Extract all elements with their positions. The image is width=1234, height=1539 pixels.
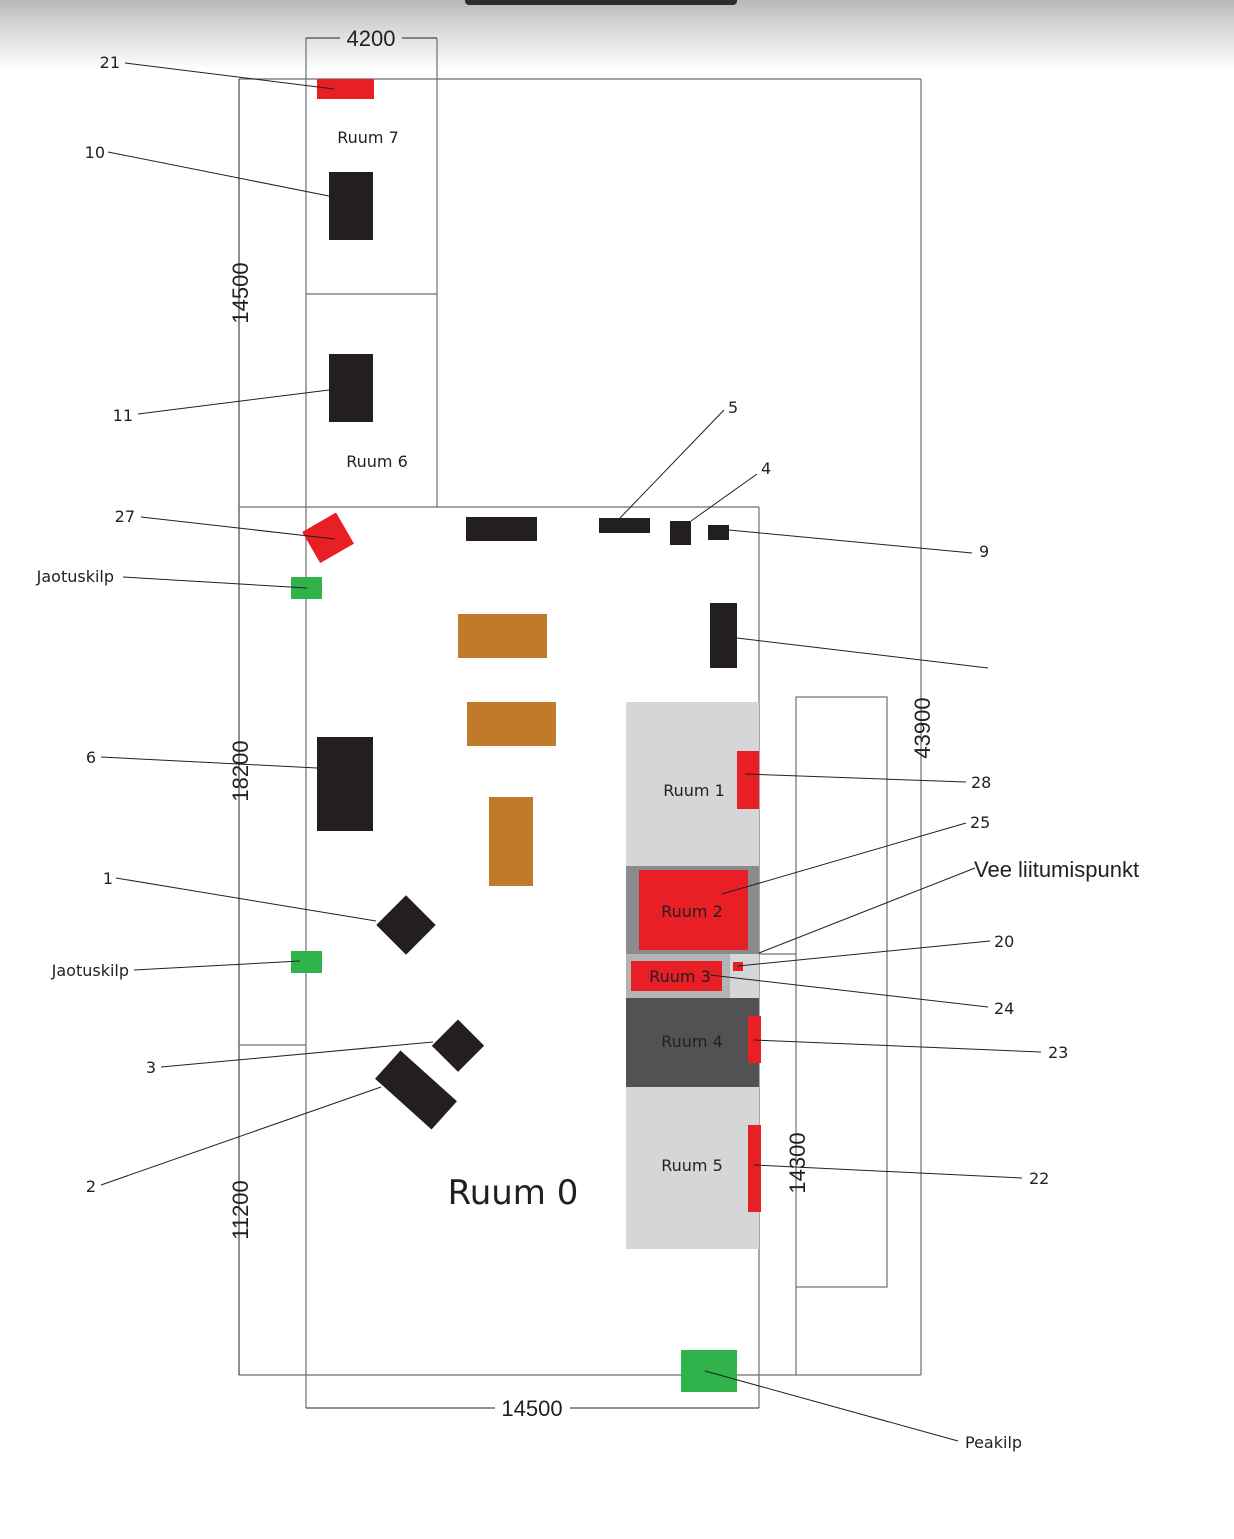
dim-right-total: 43900: [910, 697, 935, 758]
item-23-marker: [748, 1016, 761, 1063]
room-ruum-1: [626, 702, 759, 866]
label-ruum-1: Ruum 1: [663, 781, 725, 800]
leader-21: [124, 62, 335, 90]
item-9-equipment: [708, 525, 729, 540]
callout-jaotuskilp-bottom: Jaotuskilp: [51, 961, 129, 980]
dim-top-width: 4200: [347, 26, 396, 51]
label-ruum-5: Ruum 5: [661, 1156, 723, 1175]
leader-22: [753, 1164, 1023, 1179]
leader-20: [737, 940, 991, 967]
room-ruum-5: [626, 1087, 759, 1249]
item-6-equipment: [317, 737, 373, 831]
callout-4: 4: [761, 459, 771, 478]
leader-3: [160, 1041, 434, 1068]
dim-bottom-width: 14500: [501, 1396, 562, 1421]
leader-peakilp: [704, 1370, 959, 1442]
equipment-top-left: [466, 517, 537, 541]
leader-27: [140, 516, 336, 540]
callout-25: 25: [970, 813, 990, 832]
leader-jaotuskilp-top: [122, 576, 308, 589]
peakilp-main-panel: [681, 1350, 737, 1392]
item-1-equipment: [376, 895, 436, 955]
callout-11: 11: [113, 406, 133, 425]
dim-left-lower: 11200: [228, 1180, 253, 1240]
label-ruum-3: Ruum 3: [649, 967, 711, 986]
equipment-right-tall: [710, 603, 737, 668]
jaotuskilp-bottom-panel: [291, 951, 322, 973]
workbench-2: [467, 702, 556, 746]
leader-25: [721, 822, 967, 895]
item-21-marker: [317, 79, 374, 99]
water-connection-area: [730, 954, 759, 998]
label-ruum-0: Ruum 0: [448, 1173, 579, 1213]
leader-23: [753, 1039, 1042, 1053]
callout-10: 10: [85, 143, 105, 162]
callout-9: 9: [979, 542, 989, 561]
leader-5: [619, 409, 725, 519]
callout-6: 6: [86, 748, 96, 767]
leader-4: [690, 473, 758, 522]
room-ruum-4: [626, 998, 759, 1087]
callout-2: 2: [86, 1177, 96, 1196]
item-20-marker: [733, 962, 743, 971]
leader-6: [100, 756, 318, 769]
callout-3: 3: [146, 1058, 156, 1077]
ruum-3-fire-zone: [631, 961, 722, 991]
callout-vee-liitumispunkt: Vee liitumispunkt: [974, 857, 1139, 882]
callout-21: 21: [100, 53, 120, 72]
callout-23: 23: [1048, 1043, 1068, 1062]
leader-11: [137, 389, 330, 415]
workbench-3: [489, 797, 533, 886]
item-22-marker: [748, 1125, 761, 1212]
item-28-marker: [737, 751, 759, 809]
leader-vee: [758, 867, 976, 954]
leader-2: [100, 1086, 382, 1186]
right-corridor-rect: [795, 696, 888, 1288]
item-2-equipment: [375, 1050, 457, 1130]
callout-28: 28: [971, 773, 991, 792]
leader-28: [744, 773, 967, 783]
leader-unlabeled: [736, 637, 989, 669]
leader-10: [107, 151, 330, 197]
label-ruum-4: Ruum 4: [661, 1032, 723, 1051]
item-10-equipment: [329, 172, 373, 240]
viewer-handle-bar: [465, 0, 737, 5]
callout-20: 20: [994, 932, 1014, 951]
leader-9: [728, 529, 973, 554]
item-4-equipment: [670, 521, 691, 545]
item-11-equipment: [329, 354, 373, 422]
callout-5: 5: [728, 398, 738, 417]
callout-22: 22: [1029, 1169, 1049, 1188]
item-5-equipment: [599, 518, 650, 533]
callout-1: 1: [103, 869, 113, 888]
workbench-1: [458, 614, 547, 658]
dim-left-middle: 18200: [228, 740, 253, 801]
label-ruum-2: Ruum 2: [661, 902, 723, 921]
label-ruum-7: Ruum 7: [337, 128, 399, 147]
dim-right-inner: 14300: [785, 1132, 810, 1193]
leader-1: [115, 877, 377, 922]
item-3-equipment: [431, 1019, 485, 1072]
leader-24: [709, 974, 989, 1008]
callout-peakilp: Peakilp: [965, 1433, 1022, 1452]
callout-jaotuskilp-top: Jaotuskilp: [36, 567, 114, 586]
leader-jaotuskilp-bottom: [133, 960, 301, 971]
label-ruum-6: Ruum 6: [346, 452, 408, 471]
dim-left-upper: 14500: [228, 262, 253, 323]
callout-24: 24: [994, 999, 1014, 1018]
viewer-top-shadow: [0, 0, 1234, 70]
ruum-2-fire-zone: [639, 870, 748, 950]
callout-27: 27: [115, 507, 135, 526]
